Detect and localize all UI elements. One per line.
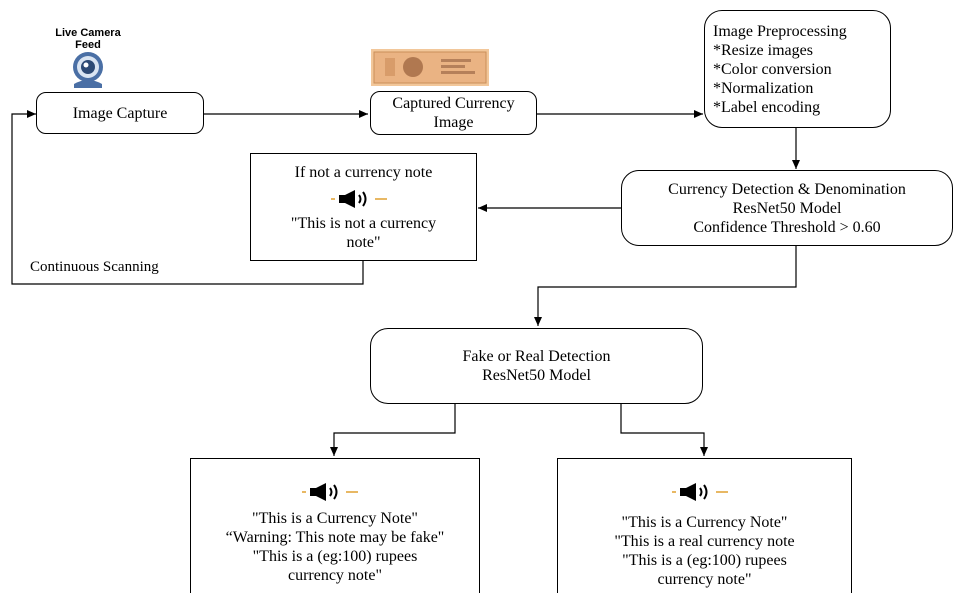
currency-detection-node: Currency Detection & Denomination ResNet… <box>621 170 953 246</box>
image-capture-node: Image Capture <box>36 92 204 134</box>
preprocessing-node: Image Preprocessing *Resize images *Colo… <box>704 10 891 128</box>
real-output-node: "This is a Currency Note" "This is a rea… <box>557 458 852 593</box>
not-currency-node: If not a currency note "This is not a cu… <box>250 153 477 261</box>
fake-output-node: "This is a Currency Note" “Warning: This… <box>190 458 480 593</box>
banknote-icon <box>371 49 489 86</box>
captured-currency-node: Captured Currency Image <box>370 91 537 135</box>
camera-label: Live Camera Feed <box>55 27 121 51</box>
arrow-continuous-scanning-loop <box>11 110 364 285</box>
speaker-icon <box>302 483 358 501</box>
speaker-icon <box>671 483 728 501</box>
arrow-fake-real-to-fake-output <box>330 404 456 456</box>
fake-real-detection-node: Fake or Real Detection ResNet50 Model <box>370 328 703 404</box>
arrow-detection-to-fake-real <box>534 246 797 326</box>
speaker-icon <box>330 189 387 208</box>
arrow-fake-real-to-real-output <box>620 404 708 456</box>
continuous-scanning-label: Continuous Scanning <box>30 259 159 275</box>
webcam-icon <box>73 52 103 88</box>
